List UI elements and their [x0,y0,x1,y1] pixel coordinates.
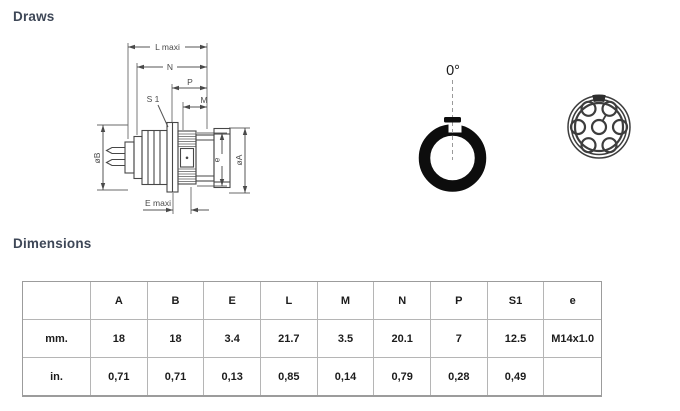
dim-label-thread-e: e [212,157,222,162]
draws-figure: L maxi N P M S 1 E maxi [92,42,631,214]
dim-label-l-maxi: L maxi [155,42,180,52]
orientation-ring-drawing: 0° [418,63,487,192]
table-header-cell: B [147,282,205,320]
table-header-cell: P [431,282,488,320]
dim-label-dia-b: øB [92,152,102,163]
table-cell [544,358,601,395]
connector-body [105,121,231,193]
table-cell: 0,71 [91,358,148,395]
table-cell: M14x1.0 [544,320,601,358]
table-header-cell [23,282,91,320]
dim-label-n: N [167,62,173,72]
table-cell: 7 [431,320,488,358]
table-header-cell: M [317,282,375,320]
table-cell: 3.4 [204,320,261,358]
pin-face-drawing [567,94,631,159]
row-label-in: in. [23,358,91,395]
table-header-cell: e [544,282,601,320]
dim-label-dia-a: øA [234,154,244,165]
table-cell: 21.7 [261,320,318,358]
table-cell: 0,71 [148,358,205,395]
table-cell: 3.5 [317,320,375,358]
table-cell: 20.1 [374,320,431,358]
table-header-cell: L [261,282,318,320]
dimensions-table: A B E L M N P S1 e mm. 18 18 3.4 21.7 3.… [22,281,602,397]
table-header-cell: S1 [487,282,545,320]
draws-heading: Draws [13,9,55,24]
table-header-cell: N [374,282,431,320]
dim-label-s1: S 1 [147,94,160,104]
table-header-cell: A [91,282,148,320]
polarization-key [592,94,606,103]
contact-holes [569,100,629,154]
dimensions-heading: Dimensions [13,236,92,251]
table-cell: 0,49 [488,358,545,395]
row-label-mm: mm. [23,320,91,358]
table-cell: 0,85 [261,358,318,395]
table-cell: 0,14 [318,358,375,395]
table-cell: 0,79 [374,358,431,395]
orientation-angle-label: 0° [446,63,460,79]
table-cell: 18 [91,320,148,358]
table-cell: 0,13 [204,358,261,395]
dim-label-m: M [200,95,207,105]
table-header-cell: E [204,282,261,320]
dim-label-e-maxi: E maxi [145,198,171,208]
keying-tab [444,117,461,123]
table-cell: 0,28 [431,358,488,395]
dim-label-p: P [187,77,193,87]
table-cell: 12.5 [487,320,545,358]
side-view-drawing: L maxi N P M S 1 E maxi [92,42,250,214]
table-cell: 18 [147,320,205,358]
